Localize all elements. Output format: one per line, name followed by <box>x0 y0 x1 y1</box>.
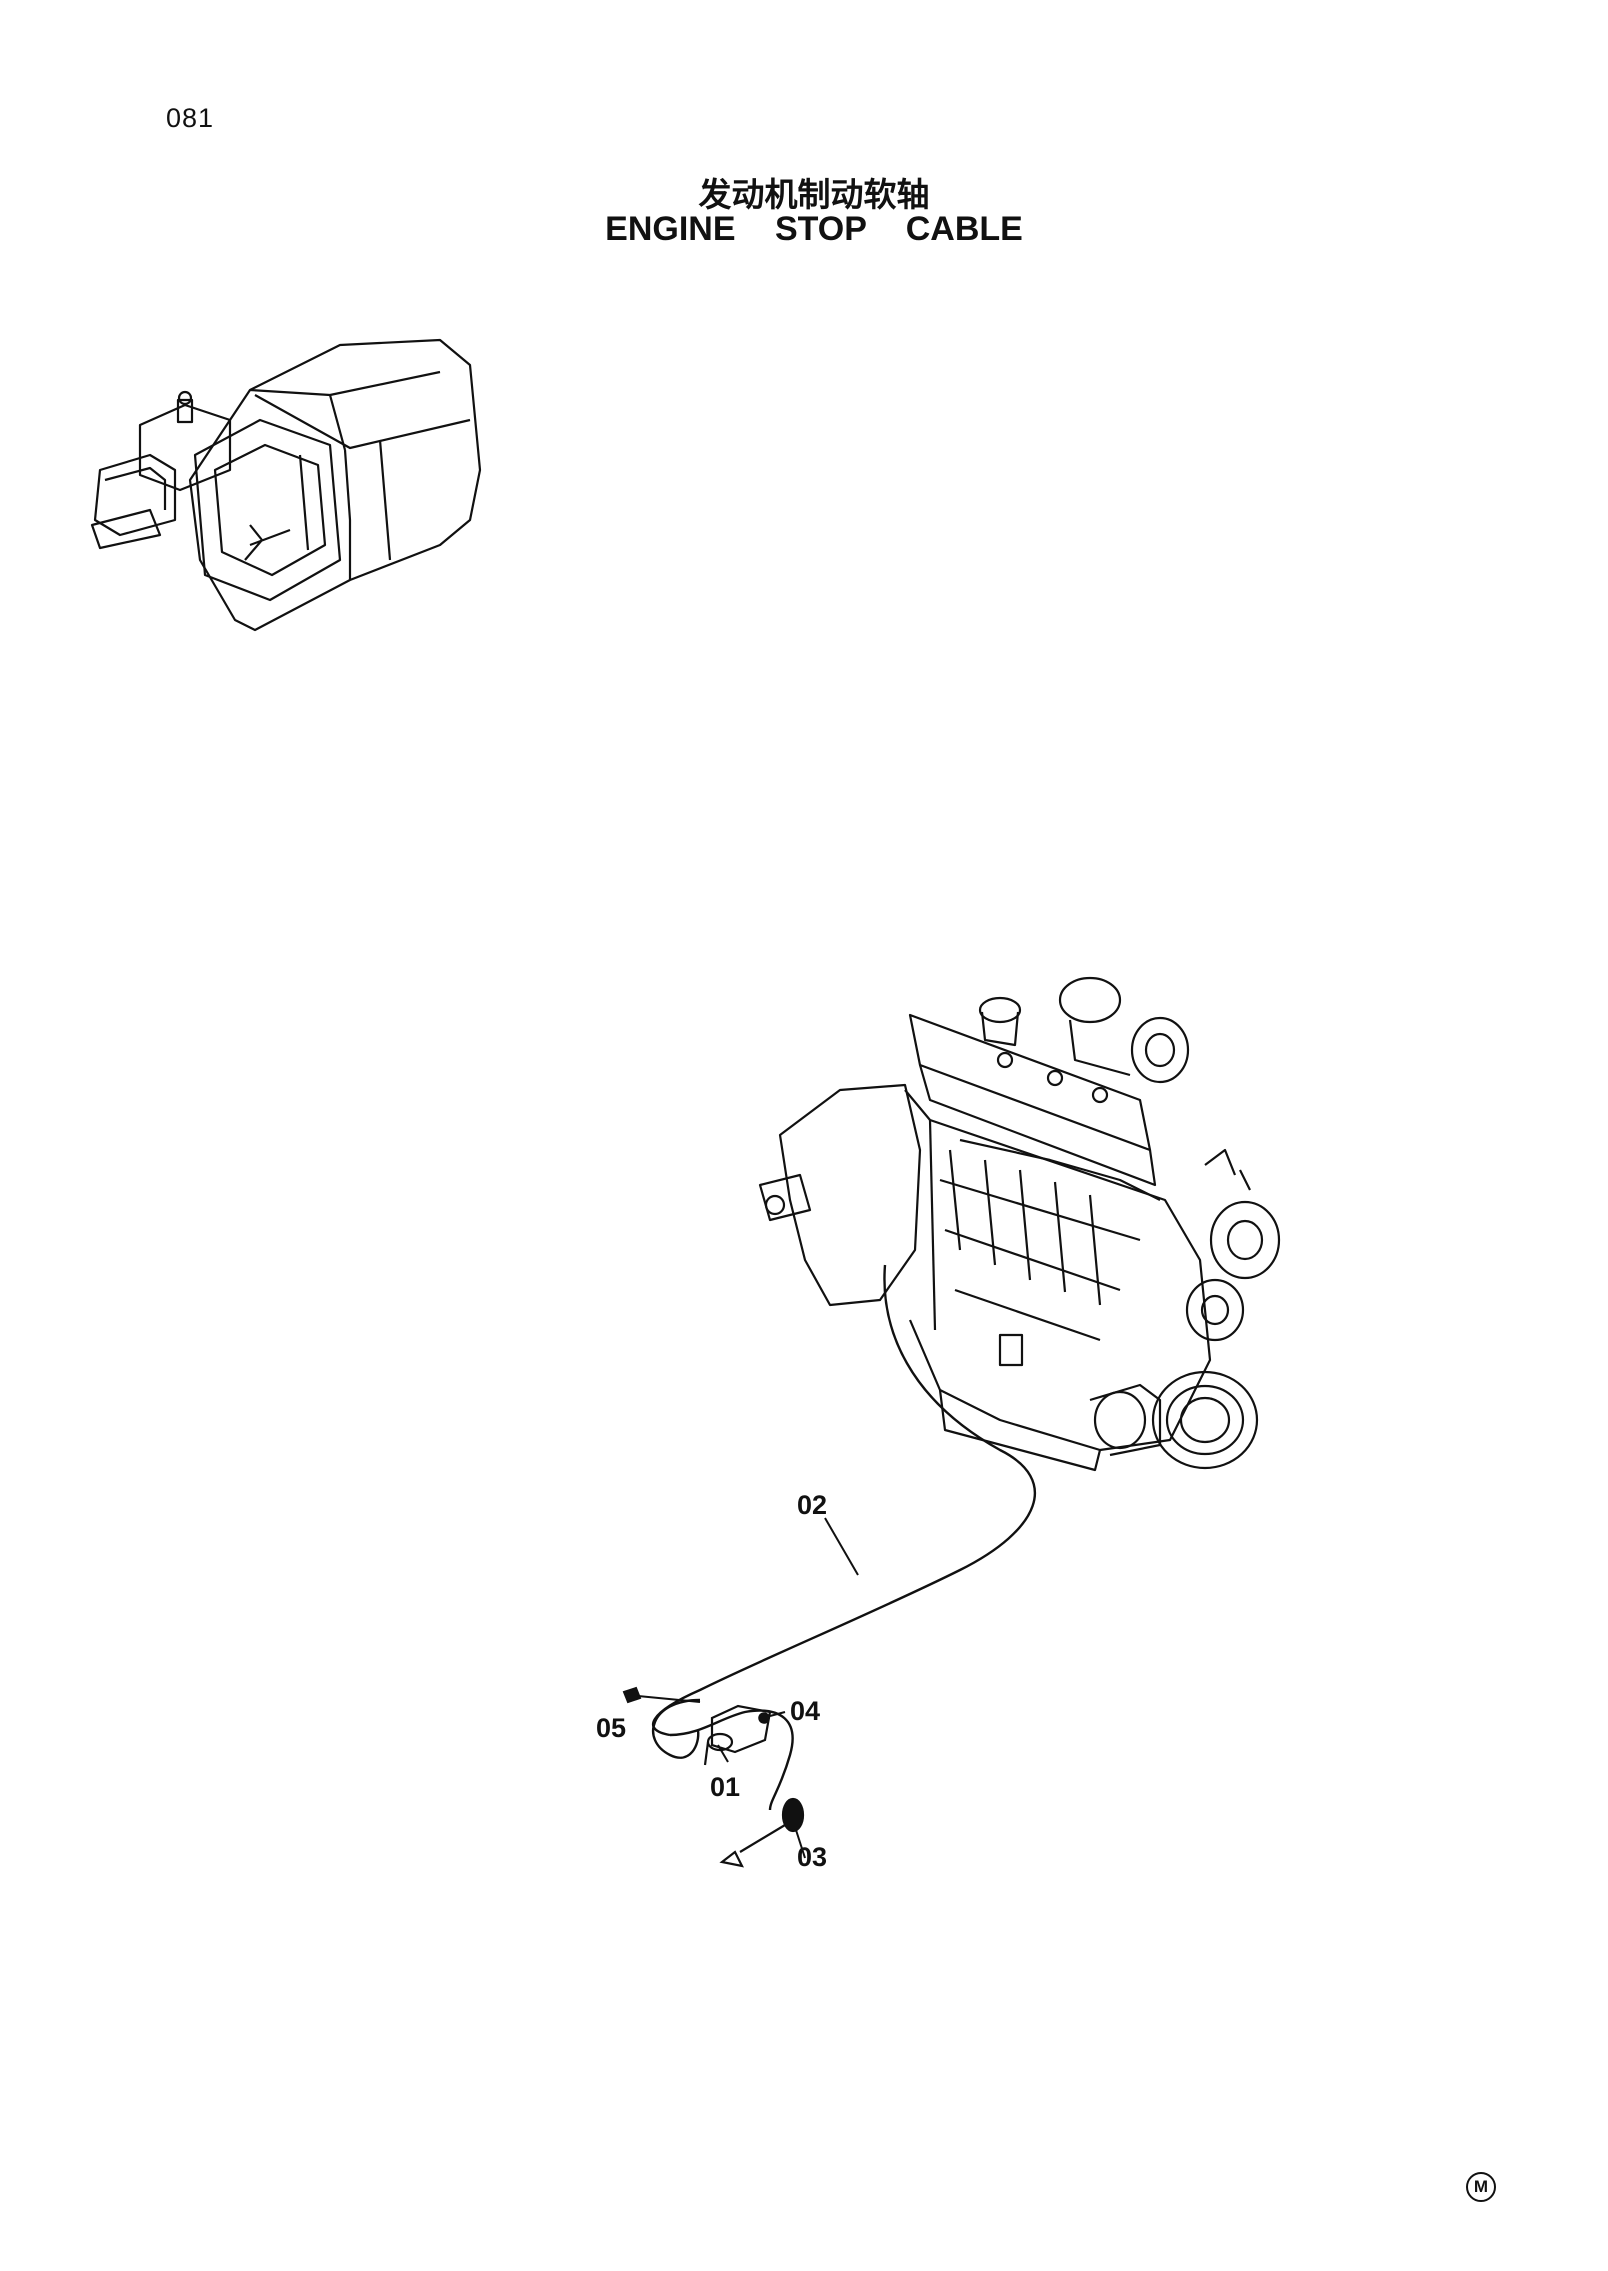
page-number: 081 <box>166 103 215 133</box>
bolt-icon <box>622 1686 701 1704</box>
leader-lines <box>717 1517 859 1859</box>
clip-icon <box>758 1712 770 1724</box>
stop-knob-icon <box>719 1797 805 1868</box>
part-label-05: 05 <box>596 1713 627 1743</box>
machine-overview-icon <box>90 338 482 632</box>
part-label-01: 01 <box>710 1772 741 1802</box>
part-label-03: 03 <box>797 1842 828 1872</box>
part-label-02: 02 <box>797 1490 828 1520</box>
part-label-04: 04 <box>790 1696 821 1726</box>
page-title-english: ENGINE STOP CABLE <box>605 210 1023 248</box>
stop-cable <box>651 1264 1037 1811</box>
engine-assembly-icon <box>758 976 1281 1472</box>
page-title-chinese: 发动机制动软轴 <box>698 175 930 214</box>
manufacturer-mark: M <box>1466 2172 1496 2202</box>
